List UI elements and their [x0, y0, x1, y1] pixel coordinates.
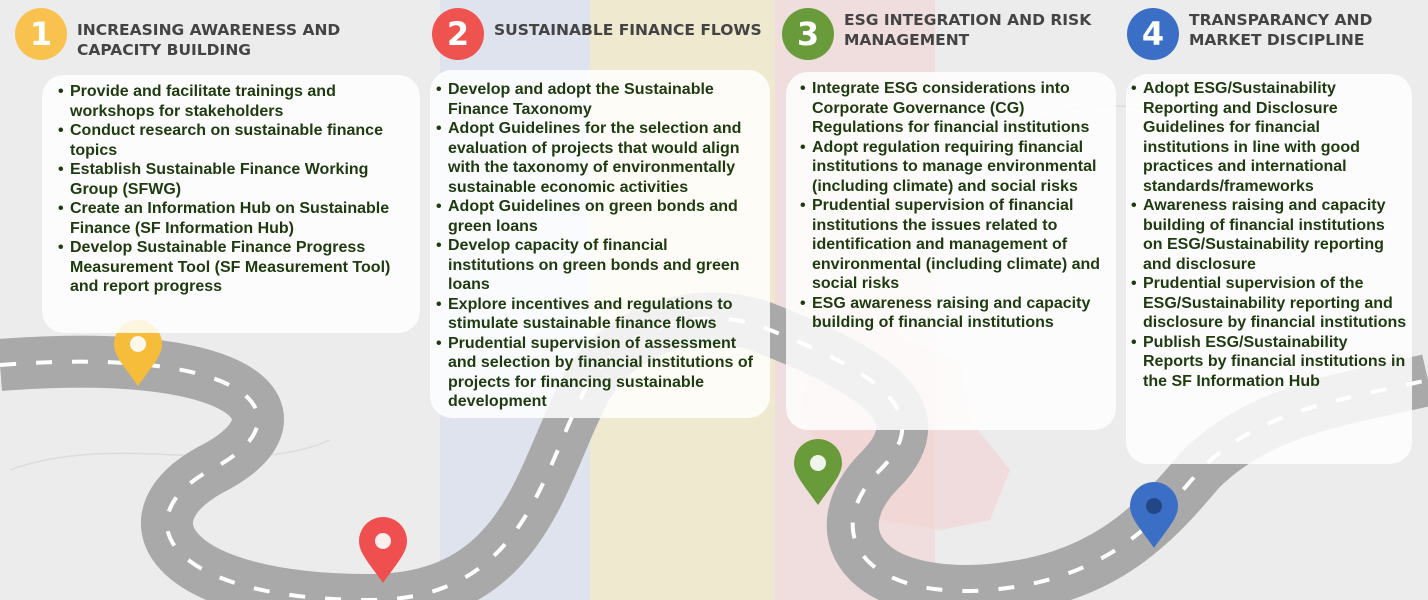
list-item: Create an Information Hub on Sustainable…	[58, 199, 404, 238]
list-item: Establish Sustainable Finance Working Gr…	[58, 160, 404, 199]
pillar-2-title: SUSTAINABLE FINANCE FLOWS	[494, 21, 762, 39]
list-item: Awareness raising and capacity building …	[1131, 196, 1407, 274]
pillar-4-card: Adopt ESG/Sustainability Reporting and D…	[1126, 74, 1412, 464]
map-pin-yellow-icon	[114, 320, 162, 386]
list-item: Adopt Guidelines for the selection and e…	[436, 119, 758, 197]
pillar-2-card: Develop and adopt the Sustainable Financ…	[430, 70, 770, 418]
pillar-3-header: 3 ESG INTEGRATION AND RISK MANAGEMENT	[782, 8, 1112, 60]
map-pin-blue-icon	[1130, 482, 1178, 548]
list-item: ESG awareness raising and capacity build…	[800, 294, 1106, 333]
list-item: Provide and facilitate trainings and wor…	[58, 82, 404, 121]
list-item: Prudential supervision of assessment and…	[436, 334, 758, 412]
pillar-1-number: 1	[15, 8, 67, 60]
list-item: Publish ESG/Sustainability Reports by fi…	[1131, 333, 1407, 392]
list-item: Integrate ESG considerations into Corpor…	[800, 79, 1106, 138]
pillar-4-number: 4	[1127, 8, 1179, 60]
list-item: Prudential supervision of the ESG/Sustai…	[1131, 274, 1407, 333]
pillar-2-list: Develop and adopt the Sustainable Financ…	[436, 80, 758, 412]
pillar-1-header: 1 INCREASING AWARENESS AND CAPACITY BUIL…	[15, 8, 415, 60]
list-item: Develop capacity of financial institutio…	[436, 236, 758, 295]
pillar-2-number: 2	[432, 8, 484, 60]
list-item: Adopt ESG/Sustainability Reporting and D…	[1131, 79, 1407, 196]
list-item: Conduct research on sustainable finance …	[58, 121, 404, 160]
pillar-3-title: ESG INTEGRATION AND RISK MANAGEMENT	[844, 11, 1092, 49]
map-pin-red-icon	[359, 517, 407, 583]
pillar-3-card: Integrate ESG considerations into Corpor…	[786, 72, 1116, 430]
pillar-1-list: Provide and facilitate trainings and wor…	[58, 82, 404, 297]
pillar-4-header: 4 TRANSPARANCY AND MARKET DISCIPLINE	[1127, 8, 1422, 60]
list-item: Develop and adopt the Sustainable Financ…	[436, 80, 758, 119]
map-pin-green-icon	[794, 439, 842, 505]
list-item: Adopt Guidelines on green bonds and gree…	[436, 197, 758, 236]
pillar-4-title: TRANSPARANCY AND MARKET DISCIPLINE	[1189, 11, 1373, 49]
pillar-3-number: 3	[782, 8, 834, 60]
pillar-2-header: 2 SUSTAINABLE FINANCE FLOWS	[432, 8, 762, 60]
pillar-3-list: Integrate ESG considerations into Corpor…	[800, 79, 1106, 333]
pillar-4-list: Adopt ESG/Sustainability Reporting and D…	[1131, 79, 1407, 391]
pillar-1-title: INCREASING AWARENESS AND CAPACITY BUILDI…	[77, 21, 341, 59]
pillar-1-card: Provide and facilitate trainings and wor…	[42, 75, 420, 333]
list-item: Prudential supervision of financial inst…	[800, 196, 1106, 294]
list-item: Adopt regulation requiring financial ins…	[800, 138, 1106, 197]
list-item: Explore incentives and regulations to st…	[436, 295, 758, 334]
list-item: Develop Sustainable Finance Progress Mea…	[58, 238, 404, 297]
